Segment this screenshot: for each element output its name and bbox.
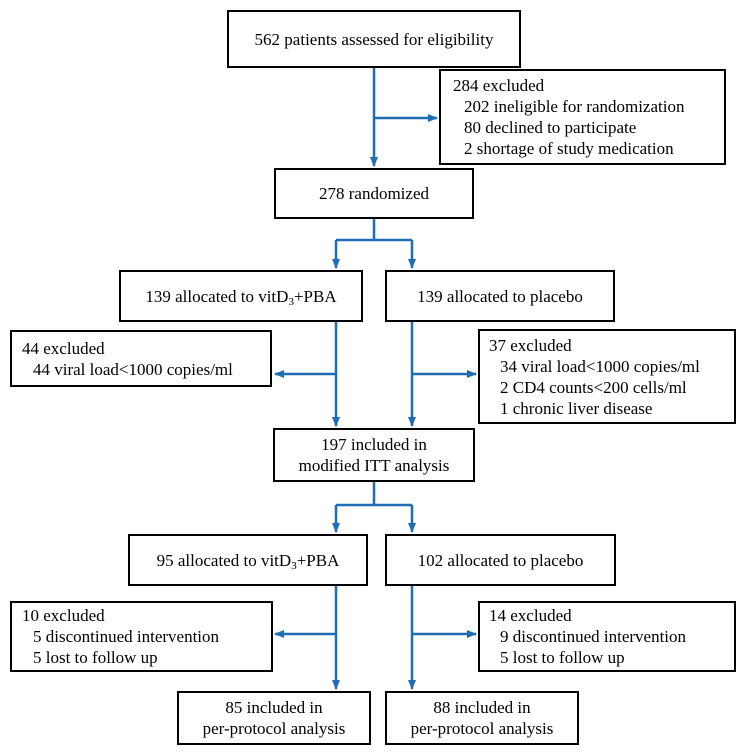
excl2-right-item: 9 discontinued intervention [500,627,687,646]
excl1-right-item: 2 CD4 counts<200 cells/ml [500,377,687,397]
excl2-left-title: 10 excluded [22,606,105,625]
screening-text: 562 patients assessed for eligibility [254,29,494,49]
pp-right-line2: per-protocol analysis [410,719,554,738]
pp-right-line1: 88 included in [433,698,531,717]
alloc1-left-box: 139 allocated to vitD3+PBA [119,270,363,322]
alloc1-left-subscript: 3 [288,295,294,308]
pp-left-line1: 85 included in [225,698,323,717]
pp-left-line2: per-protocol analysis [202,719,346,738]
screen-excluded-box: 284 excluded 202 ineligible for randomiz… [439,69,726,165]
alloc1-right-box: 139 allocated to placebo [385,270,615,322]
randomized-text: 278 randomized [319,184,429,203]
alloc2-left-text: 95 allocated to vitD3+PBA [156,550,340,572]
excl1-right-item: 34 viral load<1000 copies/ml [500,356,700,376]
excl2-left-item: 5 lost to follow up [33,648,158,667]
pp-left-box: 85 included in per-protocol analysis [177,691,371,745]
excl1-right-title: 37 excluded [489,335,572,355]
screen-excluded-item: 80 declined to participate [464,118,637,137]
excl1-right-item: 1 chronic liver disease [500,398,653,418]
excl1-right-box: 37 excluded 34 viral load<1000 copies/ml… [478,329,736,424]
screen-excluded-item: 2 shortage of study medication [464,139,674,158]
excl2-left-box: 10 excluded 5 discontinued intervention … [10,601,273,672]
alloc1-left-text: 139 allocated to vitD3+PBA [145,286,337,308]
excl2-right-title: 14 excluded [489,606,572,625]
randomized-box: 278 randomized [274,168,474,219]
itt-line1: 197 included in [321,435,427,454]
excl1-left-box: 44 excluded 44 viral load<1000 copies/ml [10,330,272,387]
itt-line2: modified ITT analysis [298,456,450,475]
alloc2-right-box: 102 allocated to placebo [385,534,616,586]
alloc2-right-text: 102 allocated to placebo [417,550,584,570]
screen-excluded-item: 202 ineligible for randomization [464,97,685,116]
alloc2-left-suffix: +PBA [296,550,340,570]
screen-excluded-title: 284 excluded [453,76,545,95]
alloc2-left-subscript: 3 [291,559,297,572]
excl2-right-box: 14 excluded 9 discontinued intervention … [478,601,736,672]
itt-box: 197 included in modified ITT analysis [273,428,475,482]
excl2-right-item: 5 lost to follow up [500,648,625,667]
alloc1-right-text: 139 allocated to placebo [417,286,583,306]
excl2-left-item: 5 discontinued intervention [33,627,220,646]
alloc1-left-suffix: +PBA [293,286,337,306]
alloc2-left-prefix: 95 allocated to vitD [156,550,292,570]
excl1-left-title: 44 excluded [22,338,105,358]
pp-right-box: 88 included in per-protocol analysis [385,691,579,745]
excl1-left-item: 44 viral load<1000 copies/ml [33,359,233,379]
screening-box: 562 patients assessed for eligibility [227,10,521,68]
alloc1-left-prefix: 139 allocated to vitD [145,286,289,306]
alloc2-left-box: 95 allocated to vitD3+PBA [128,534,368,586]
